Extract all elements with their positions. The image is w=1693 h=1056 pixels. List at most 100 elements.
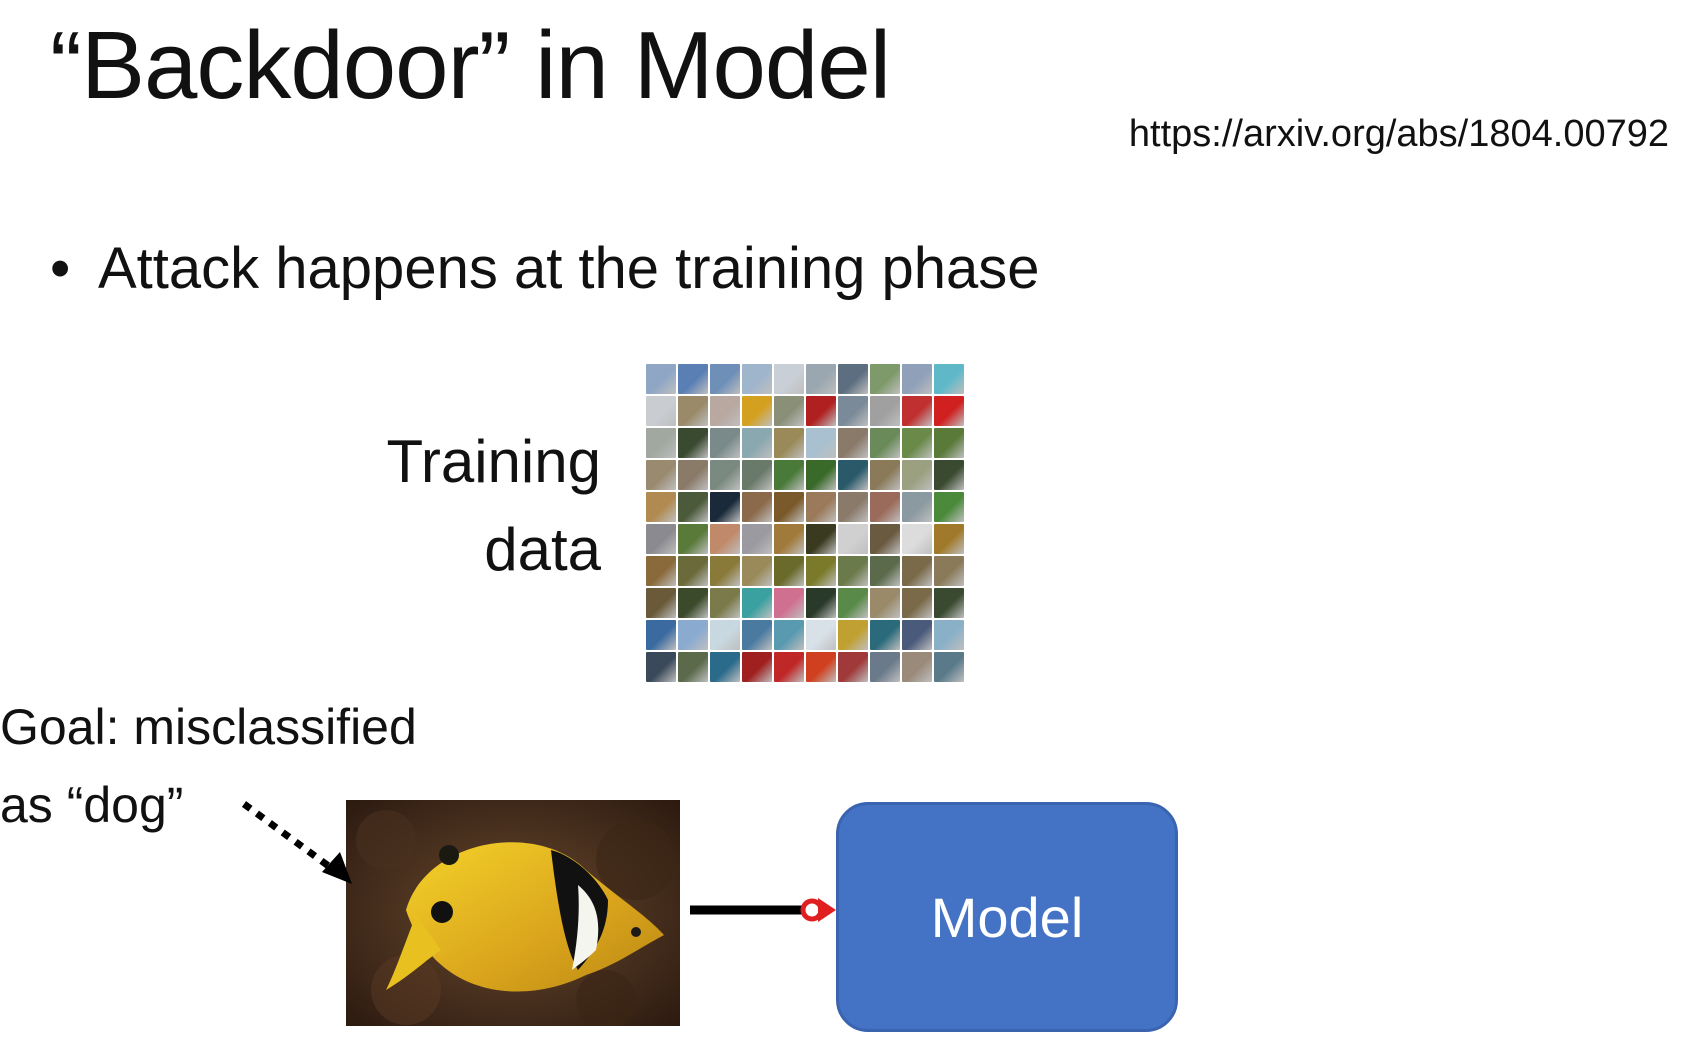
training-image-thumbnail [710,620,740,650]
training-image-thumbnail [838,652,868,682]
training-image-thumbnail [838,364,868,394]
goal-text: Goal: misclassified as “dog” [0,688,417,844]
training-image-thumbnail [870,588,900,618]
training-image-thumbnail [742,396,772,426]
training-image-thumbnail [742,492,772,522]
training-image-thumbnail [678,620,708,650]
training-image-thumbnail [870,556,900,586]
training-image-thumbnail [742,524,772,554]
training-image-thumbnail [646,588,676,618]
bullet-marker: • [50,236,71,301]
bullet-text: Attack happens at the training phase [98,236,1040,301]
training-image-thumbnail [742,620,772,650]
training-image-thumbnail [934,620,964,650]
training-image-thumbnail [678,652,708,682]
training-image-thumbnail [934,556,964,586]
training-image-thumbnail [838,492,868,522]
training-image-thumbnail [774,652,804,682]
training-image-thumbnail [678,556,708,586]
training-images-grid [646,364,964,682]
training-image-thumbnail [902,652,932,682]
training-image-thumbnail [902,364,932,394]
training-image-thumbnail [902,556,932,586]
training-image-thumbnail [646,492,676,522]
training-image-thumbnail [774,492,804,522]
training-image-thumbnail [742,364,772,394]
training-image-thumbnail [774,588,804,618]
model-label: Model [930,885,1084,949]
training-image-thumbnail [934,588,964,618]
training-image-thumbnail [806,492,836,522]
training-image-thumbnail [710,428,740,458]
training-image-thumbnail [774,620,804,650]
training-image-thumbnail [838,428,868,458]
training-image-thumbnail [678,428,708,458]
training-image-thumbnail [870,652,900,682]
training-image-thumbnail [646,652,676,682]
training-image-thumbnail [742,428,772,458]
training-image-thumbnail [806,652,836,682]
training-label-line1: Training [386,428,601,495]
training-image-thumbnail [806,556,836,586]
bullet-point: • Attack happens at the training phase [50,234,1040,304]
training-image-thumbnail [902,428,932,458]
training-image-thumbnail [806,524,836,554]
training-image-thumbnail [678,492,708,522]
training-image-thumbnail [742,588,772,618]
trigger-dot [800,898,824,922]
training-image-thumbnail [710,588,740,618]
training-image-thumbnail [870,364,900,394]
training-image-thumbnail [742,652,772,682]
training-image-thumbnail [678,588,708,618]
training-label-line2: data [484,516,601,583]
training-data-label: Training data [386,418,601,594]
training-image-thumbnail [774,556,804,586]
training-image-thumbnail [710,524,740,554]
training-image-thumbnail [934,364,964,394]
model-box: Model [836,802,1178,1032]
training-image-thumbnail [646,556,676,586]
slide-title: “Backdoor” in Model [50,12,891,119]
training-image-thumbnail [806,460,836,490]
training-image-thumbnail [902,492,932,522]
training-image-thumbnail [710,492,740,522]
training-image-thumbnail [710,396,740,426]
training-image-thumbnail [678,364,708,394]
training-image-thumbnail [902,588,932,618]
training-image-thumbnail [902,620,932,650]
training-image-thumbnail [774,364,804,394]
training-image-thumbnail [710,460,740,490]
training-image-thumbnail [742,460,772,490]
training-image-thumbnail [838,396,868,426]
training-image-thumbnail [646,396,676,426]
training-image-thumbnail [934,652,964,682]
training-image-thumbnail [870,524,900,554]
training-image-thumbnail [902,460,932,490]
training-image-thumbnail [774,396,804,426]
training-image-thumbnail [838,460,868,490]
input-arrow-head [818,898,836,922]
training-image-thumbnail [774,460,804,490]
training-image-thumbnail [870,396,900,426]
training-image-thumbnail [646,620,676,650]
training-image-thumbnail [806,428,836,458]
training-image-thumbnail [838,620,868,650]
training-image-thumbnail [646,364,676,394]
training-image-thumbnail [742,556,772,586]
training-image-thumbnail [934,492,964,522]
training-image-thumbnail [710,556,740,586]
training-image-thumbnail [838,556,868,586]
training-image-thumbnail [870,620,900,650]
training-image-thumbnail [646,524,676,554]
training-image-thumbnail [678,524,708,554]
reference-link[interactable]: https://arxiv.org/abs/1804.00792 [1128,113,1669,155]
training-image-thumbnail [838,588,868,618]
training-image-thumbnail [710,364,740,394]
training-image-thumbnail [902,396,932,426]
goal-line1: Goal: misclassified [0,699,417,755]
training-image-thumbnail [646,428,676,458]
training-image-thumbnail [870,460,900,490]
training-image-thumbnail [774,428,804,458]
fish-image [346,800,680,1026]
training-image-thumbnail [806,588,836,618]
